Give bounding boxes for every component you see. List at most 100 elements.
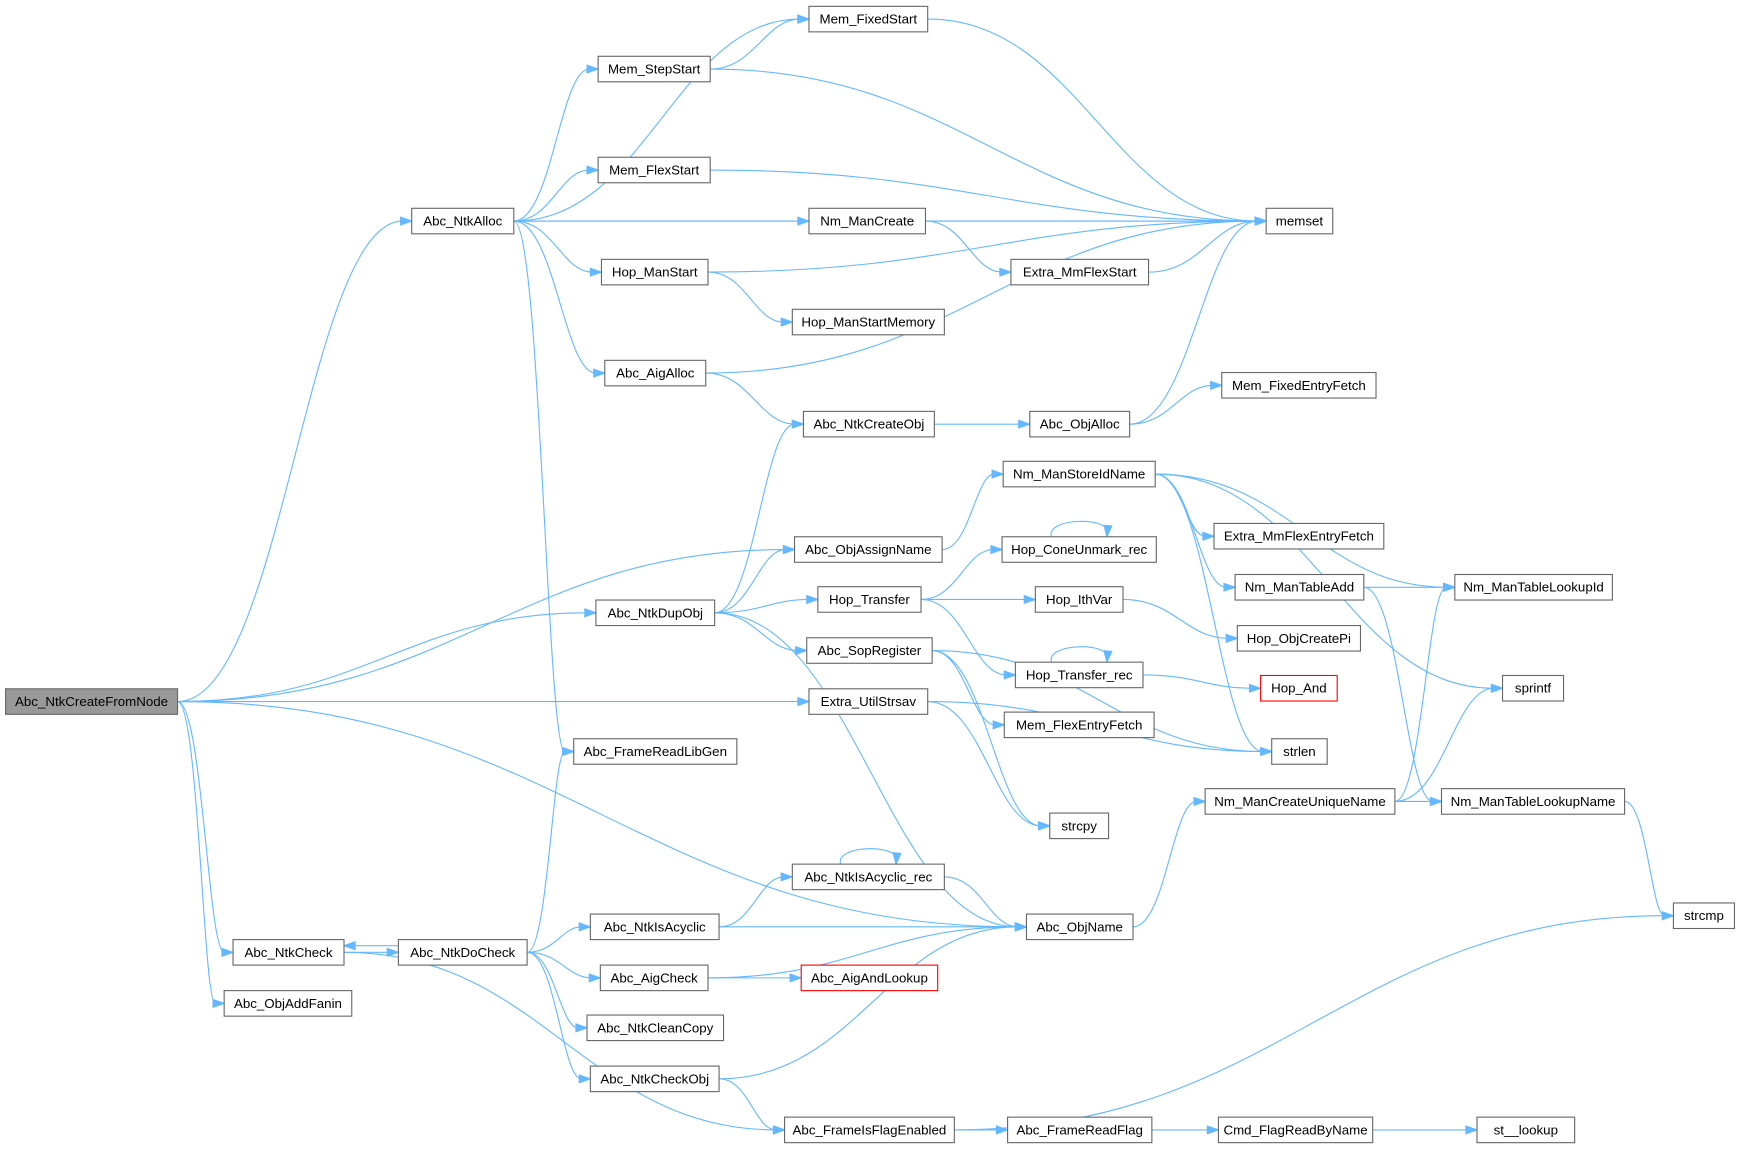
node-box bbox=[791, 308, 945, 336]
node-ObjAddFanin[interactable]: Abc_ObjAddFanin bbox=[223, 990, 353, 1017]
node-FrameReadLibGen[interactable]: Abc_FrameReadLibGen bbox=[573, 738, 738, 765]
node-MemFixedStart[interactable]: Mem_FixedStart bbox=[808, 5, 929, 33]
node-box bbox=[1029, 410, 1131, 438]
node-label: Mem_StepStart bbox=[608, 62, 701, 77]
node-HopConeUnmark[interactable]: Hop_ConeUnmark_rec bbox=[1001, 536, 1157, 563]
node-NtkDupObj[interactable]: Abc_NtkDupObj bbox=[595, 599, 716, 627]
edge-AigAlloc-to-memset bbox=[705, 216, 1268, 374]
edge-root-to-NtkDupObj bbox=[177, 608, 598, 703]
node-AigAndLookup[interactable]: Abc_AigAndLookup bbox=[800, 964, 939, 992]
node-sprintf[interactable]: sprintf bbox=[1501, 674, 1565, 702]
node-label: Abc_AigCheck bbox=[611, 970, 699, 985]
node-MemFlexStart[interactable]: Mem_FlexStart bbox=[597, 156, 711, 184]
node-label: Abc_FrameReadLibGen bbox=[584, 744, 727, 759]
edge-HopTransfer-to-HopConeUnmark bbox=[921, 544, 1004, 601]
edge-HopTransferRec-to-HopTransferRec bbox=[1050, 646, 1113, 664]
node-NtkDoCheck[interactable]: Abc_NtkDoCheck bbox=[397, 939, 528, 966]
edge-NmManTableAdd-to-NmManTableLookupId bbox=[1363, 582, 1457, 592]
node-NmManCreate[interactable]: Nm_ManCreate bbox=[808, 207, 927, 235]
node-FrameIsFlagEnabled[interactable]: Abc_FrameIsFlagEnabled bbox=[783, 1116, 955, 1144]
edge-SopRegister-to-MemFlexEntryFetch bbox=[932, 649, 1006, 730]
node-CmdFlagReadByName[interactable]: Cmd_FlagReadByName bbox=[1217, 1116, 1374, 1144]
edge-HopTransfer-to-HopIthVar bbox=[921, 594, 1038, 605]
node-NmManCreateUniqueName[interactable]: Nm_ManCreateUniqueName bbox=[1204, 788, 1396, 815]
node-ExtraUtilStrsav[interactable]: Extra_UtilStrsav bbox=[808, 688, 929, 715]
node-label: sprintf bbox=[1515, 681, 1552, 696]
node-stLookup[interactable]: st__lookup bbox=[1476, 1116, 1576, 1144]
nodes-layer: Abc_NtkCreateFromNodeAbc_NtkAllocMem_Fix… bbox=[4, 5, 1736, 1144]
node-box bbox=[808, 688, 929, 715]
node-ObjAssignName[interactable]: Abc_ObjAssignName bbox=[793, 536, 943, 563]
node-NtkCheckObj[interactable]: Abc_NtkCheckObj bbox=[589, 1065, 720, 1093]
node-label: Hop_ObjCreatePi bbox=[1247, 631, 1351, 646]
node-box bbox=[411, 207, 515, 235]
node-box bbox=[1002, 460, 1156, 488]
node-ExtraMmFlexEntryFetch[interactable]: Extra_MmFlexEntryFetch bbox=[1213, 522, 1385, 550]
node-HopTransferRec[interactable]: Hop_Transfer_rec bbox=[1014, 661, 1144, 689]
edge-HopTransfer-to-HopTransferRec bbox=[921, 598, 1018, 680]
node-box bbox=[597, 55, 711, 83]
node-NtkIsAcyclicRec[interactable]: Abc_NtkIsAcyclic_rec bbox=[791, 863, 945, 891]
node-AigAlloc[interactable]: Abc_AigAlloc bbox=[604, 359, 707, 387]
node-box bbox=[1440, 788, 1626, 815]
edge-FrameReadFlag-to-CmdFlagReadByName bbox=[1151, 1125, 1221, 1135]
node-label: Hop_ManStartMemory bbox=[801, 315, 935, 330]
edge-ObjAlloc-to-memset bbox=[1129, 216, 1268, 425]
edge-root-to-ObjName bbox=[177, 701, 1029, 932]
node-MemStepStart[interactable]: Mem_StepStart bbox=[597, 55, 711, 83]
node-NmManStoreIdName[interactable]: Nm_ManStoreIdName bbox=[1002, 460, 1156, 488]
node-AigCheck[interactable]: Abc_AigCheck bbox=[599, 964, 709, 992]
node-box bbox=[4, 688, 179, 715]
node-HopManStartMemory[interactable]: Hop_ManStartMemory bbox=[791, 308, 945, 336]
node-memset[interactable]: memset bbox=[1265, 207, 1334, 235]
node-NmManTableAdd[interactable]: Nm_ManTableAdd bbox=[1234, 573, 1365, 601]
node-box bbox=[793, 536, 943, 563]
node-label: Extra_UtilStrsav bbox=[821, 694, 917, 709]
node-HopManStart[interactable]: Hop_ManStart bbox=[600, 258, 709, 286]
edge-HopConeUnmark-to-HopConeUnmark bbox=[1050, 520, 1113, 539]
node-label: Hop_And bbox=[1271, 681, 1326, 696]
node-MemFixedEntryFetch[interactable]: Mem_FixedEntryFetch bbox=[1221, 371, 1377, 399]
node-strcmp[interactable]: strcmp bbox=[1672, 902, 1736, 930]
node-NtkCleanCopy[interactable]: Abc_NtkCleanCopy bbox=[586, 1014, 725, 1042]
node-strcpy[interactable]: strcpy bbox=[1049, 812, 1110, 840]
node-HopTransfer[interactable]: Hop_Transfer bbox=[817, 586, 922, 613]
node-HopIthVar[interactable]: Hop_IthVar bbox=[1034, 586, 1124, 613]
node-NmManTableLookupName[interactable]: Nm_ManTableLookupName bbox=[1440, 788, 1626, 815]
node-HopObjCreatePi[interactable]: Hop_ObjCreatePi bbox=[1236, 624, 1362, 652]
node-label: Abc_ObjAddFanin bbox=[234, 996, 342, 1011]
node-box bbox=[1217, 1116, 1374, 1144]
node-NtkCheck[interactable]: Abc_NtkCheck bbox=[232, 939, 345, 966]
node-strlen[interactable]: strlen bbox=[1271, 738, 1328, 765]
node-label: Abc_NtkCleanCopy bbox=[597, 1020, 713, 1035]
node-NtkAlloc[interactable]: Abc_NtkAlloc bbox=[411, 207, 515, 235]
edge-NmManCreate-to-ExtraMmFlexStart bbox=[925, 220, 1013, 277]
node-NtkIsAcyclic[interactable]: Abc_NtkIsAcyclic bbox=[589, 913, 720, 941]
node-ExtraMmFlexStart[interactable]: Extra_MmFlexStart bbox=[1010, 258, 1150, 286]
node-label: Mem_FixedStart bbox=[820, 12, 918, 27]
node-ObjName[interactable]: Abc_ObjName bbox=[1025, 913, 1134, 941]
node-label: Mem_FixedEntryFetch bbox=[1232, 378, 1366, 393]
edge-NtkAlloc-to-NmManCreate bbox=[513, 216, 811, 226]
edge-NtkIsAcyclicRec-to-NtkIsAcyclicRec bbox=[840, 848, 902, 866]
edge-FrameIsFlagEnabled-to-FrameReadFlag bbox=[954, 1125, 1010, 1135]
edge-NtkAlloc-to-MemFlexStart bbox=[513, 165, 600, 222]
node-box bbox=[1025, 913, 1134, 941]
node-HopAnd[interactable]: Hop_And bbox=[1260, 674, 1338, 702]
node-box bbox=[597, 156, 711, 184]
node-label: Nm_ManTableLookupName bbox=[1451, 794, 1616, 809]
node-root[interactable]: Abc_NtkCreateFromNode bbox=[4, 688, 179, 715]
node-FrameReadFlag[interactable]: Abc_FrameReadFlag bbox=[1007, 1116, 1153, 1144]
edge-NtkAlloc-to-HopManStart bbox=[513, 220, 604, 277]
node-NmManTableLookupId[interactable]: Nm_ManTableLookupId bbox=[1454, 573, 1613, 601]
node-SopRegister[interactable]: Abc_SopRegister bbox=[806, 637, 933, 664]
node-NtkCreateObj[interactable]: Abc_NtkCreateObj bbox=[802, 410, 935, 438]
node-label: Abc_NtkIsAcyclic bbox=[604, 919, 706, 934]
edge-NmManTableLookupName-to-strcmp bbox=[1624, 800, 1676, 921]
node-label: Abc_NtkCheck bbox=[245, 945, 333, 960]
node-box bbox=[1260, 674, 1338, 702]
node-box bbox=[808, 207, 927, 235]
edge-NtkDoCheck-to-FrameReadLibGen bbox=[526, 746, 576, 953]
node-ObjAlloc[interactable]: Abc_ObjAlloc bbox=[1029, 410, 1131, 438]
node-MemFlexEntryFetch[interactable]: Mem_FlexEntryFetch bbox=[1003, 711, 1155, 739]
